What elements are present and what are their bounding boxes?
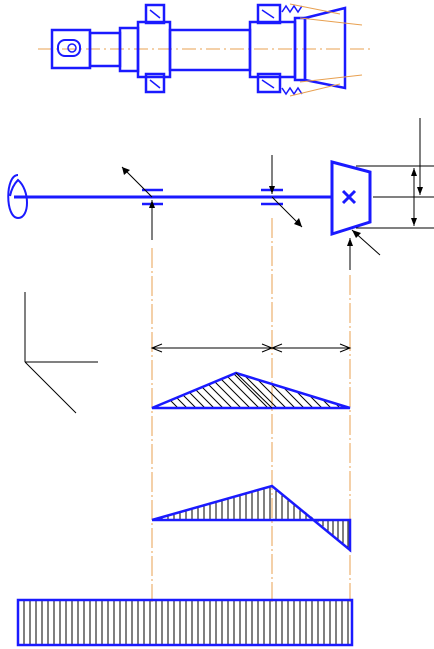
hatch-line <box>365 370 405 410</box>
span-dimensions <box>150 343 352 353</box>
diagram-1-outline <box>151 371 351 410</box>
keyway-slot <box>57 39 81 57</box>
shaft-schematic <box>7 118 434 270</box>
gear-pitch-line-top <box>299 17 363 26</box>
hatch-line <box>202 373 244 408</box>
torque-diagram <box>16 598 354 647</box>
projection-lines <box>151 218 351 602</box>
moment-diagram-2 <box>151 484 352 553</box>
hatch-line <box>292 373 334 408</box>
bearing-left-top <box>144 3 166 25</box>
keyway-hole <box>67 43 77 53</box>
hatch-line <box>356 370 396 410</box>
axis-diagonal <box>24 361 77 414</box>
bearing-right-top <box>256 3 282 25</box>
bearing-right-bottom <box>256 72 282 94</box>
coordinate-axes <box>24 292 98 414</box>
torque-symbol <box>7 174 28 220</box>
shaft-middle <box>168 28 252 72</box>
hatch-line <box>184 373 226 408</box>
gear-symbol <box>330 160 372 237</box>
bearing-left-bottom <box>144 72 166 94</box>
hatch-line <box>229 373 271 408</box>
hatch-line <box>152 373 190 408</box>
hatch-line <box>346 373 350 408</box>
diagram-3-outline <box>16 598 354 647</box>
bevel-gear <box>303 6 347 90</box>
hatch-line <box>310 373 350 408</box>
diagram-2-outline <box>151 484 352 553</box>
shaft-assembly-view <box>38 3 370 97</box>
hatch-line <box>337 373 350 408</box>
gear-pitch-line-bottom <box>299 74 363 83</box>
thread-bottom <box>281 86 303 96</box>
hatch-line <box>166 373 208 408</box>
gear-cross-2 <box>341 189 357 205</box>
thread-top <box>281 4 303 14</box>
